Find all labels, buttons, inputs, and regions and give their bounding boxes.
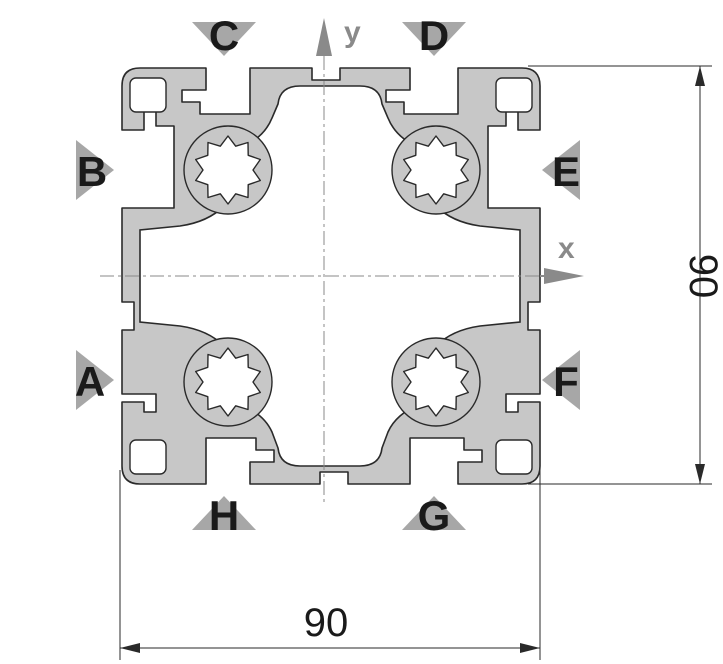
corner-cavity-top-right xyxy=(495,77,533,113)
arrow-right-icon xyxy=(520,643,540,653)
y-axis: y xyxy=(316,16,361,56)
triangle-right-icon xyxy=(76,140,114,200)
y-axis-arrow-icon xyxy=(316,18,332,56)
corner-cavity-top-left xyxy=(129,77,167,113)
triangle-up-icon xyxy=(402,496,466,530)
slot-label-c: C xyxy=(209,12,239,59)
arrow-down-icon xyxy=(695,464,705,484)
triangle-left-icon xyxy=(542,140,580,200)
corner-cavity-bottom-right xyxy=(495,439,533,475)
aluminium-profile xyxy=(121,67,541,485)
screw-channel-top-right xyxy=(403,135,469,205)
slot-label-e: E xyxy=(552,148,580,195)
slot-marker-b: B xyxy=(76,140,114,200)
slot-label-h: H xyxy=(209,492,239,539)
slot-marker-c: C xyxy=(192,12,256,59)
y-axis-label: y xyxy=(344,16,361,49)
height-dimension: 90 xyxy=(528,65,723,485)
slot-label-g: G xyxy=(418,492,451,539)
triangle-left-icon xyxy=(542,350,580,410)
triangle-down-icon xyxy=(192,22,256,56)
slot-marker-e: E xyxy=(542,140,580,200)
height-dimension-label: 90 xyxy=(681,254,723,299)
screw-channels xyxy=(183,125,481,427)
slot-label-f: F xyxy=(553,358,579,405)
x-axis-arrow-icon xyxy=(544,268,584,284)
triangle-right-icon xyxy=(76,350,114,410)
screw-channel-bottom-right xyxy=(403,347,469,417)
triangle-up-icon xyxy=(192,496,256,530)
screw-channel-bottom-left xyxy=(195,347,261,417)
slot-label-b: B xyxy=(77,148,107,195)
width-dimension: 90 xyxy=(119,470,541,660)
x-axis-label: x xyxy=(558,232,575,265)
width-dimension-label: 90 xyxy=(304,601,349,645)
slot-marker-g: G xyxy=(402,492,466,539)
slot-marker-h: H xyxy=(192,492,256,539)
slot-marker-f: F xyxy=(542,350,580,410)
corner-cavity-bottom-left xyxy=(129,439,167,475)
slot-label-a: A xyxy=(75,358,105,405)
arrow-up-icon xyxy=(695,66,705,86)
slot-marker-d: D xyxy=(402,12,466,59)
arrow-left-icon xyxy=(120,643,140,653)
screw-channel-top-left xyxy=(195,135,261,205)
triangle-down-icon xyxy=(402,22,466,56)
x-axis: x xyxy=(540,232,584,284)
slot-marker-a: A xyxy=(75,350,114,410)
slot-label-d: D xyxy=(419,12,449,59)
